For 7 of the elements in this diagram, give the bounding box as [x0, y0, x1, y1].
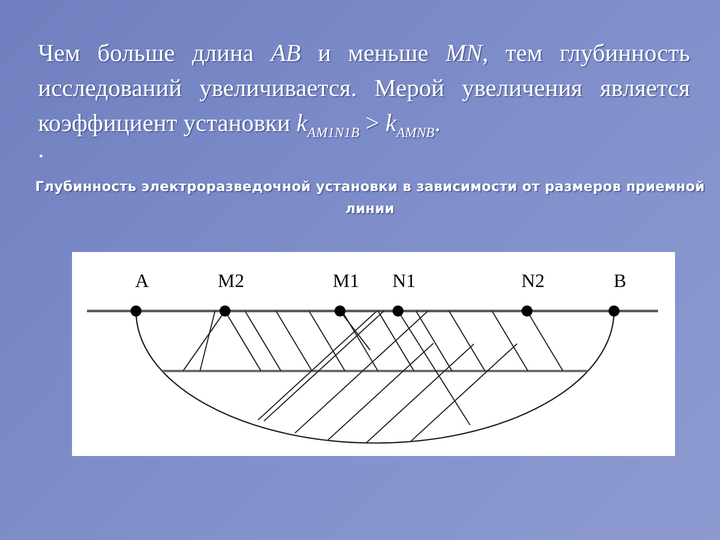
electrode-label: M2	[218, 272, 244, 292]
electrode-label: M1	[332, 272, 360, 292]
electrode-label: N2	[521, 272, 545, 292]
electrode-label: A	[135, 272, 149, 292]
electrode-label: N1	[392, 272, 416, 292]
figure-heading: Глубинность электроразведочной установки в зависимости от размеров приемной линии	[34, 178, 706, 219]
electrode-label: B	[614, 272, 626, 292]
